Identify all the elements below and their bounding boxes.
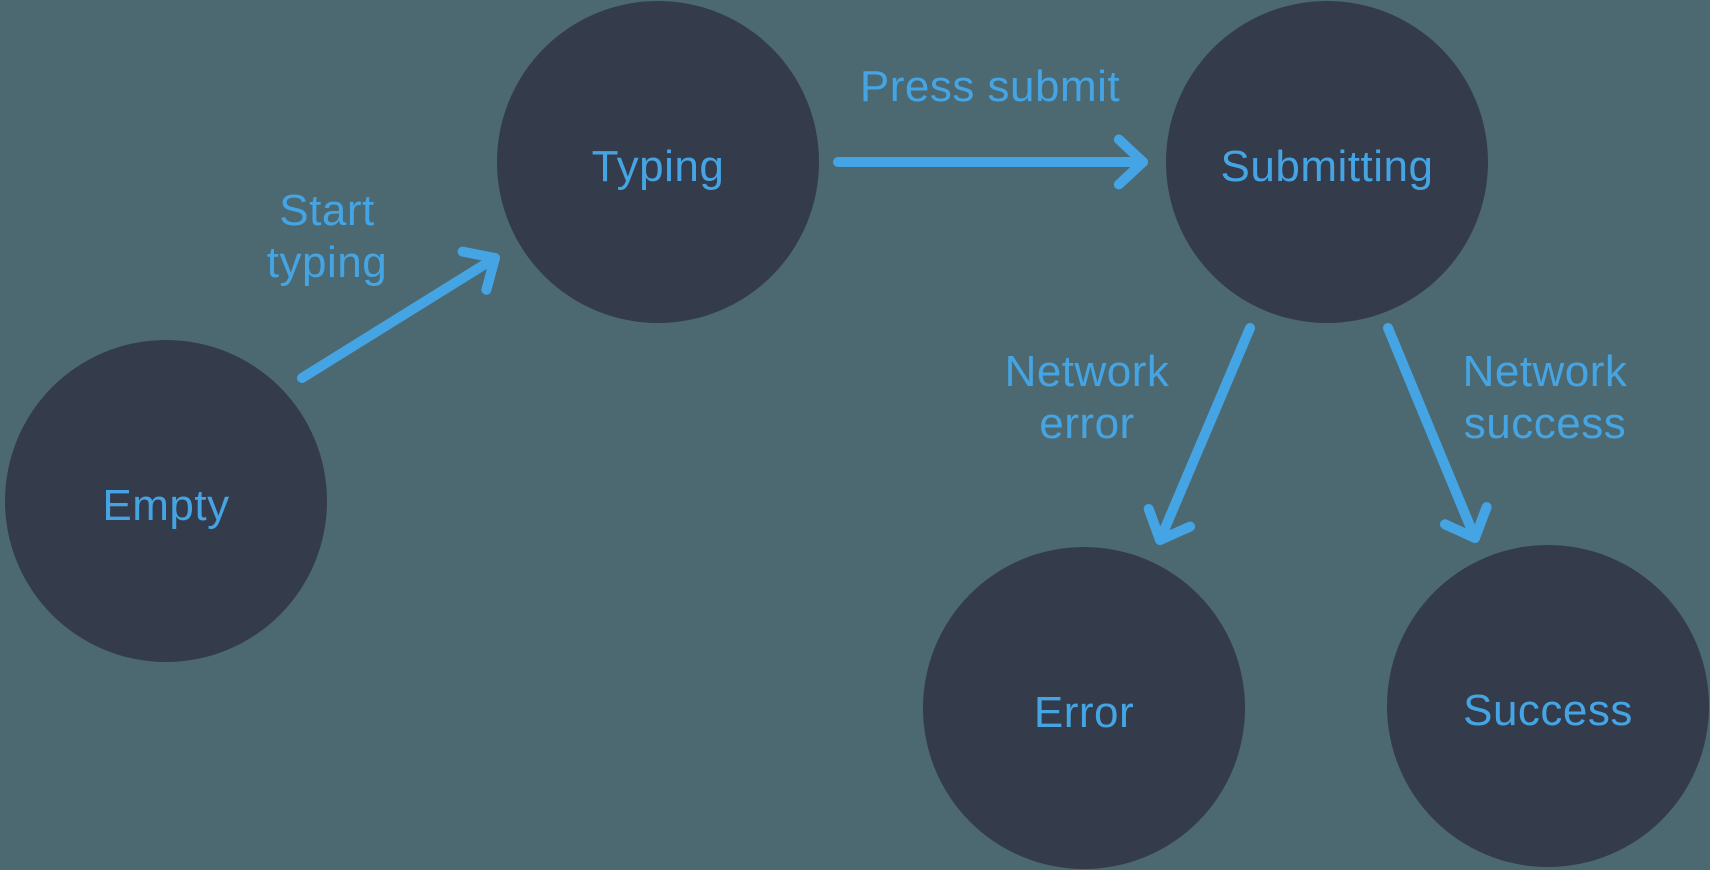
transition-label-start-typing: Start typing [267,185,387,289]
state-node-error: Error [923,547,1245,869]
state-label-error: Error [1033,688,1135,737]
state-node-success: Success [1387,545,1709,867]
state-node-submitting: Submitting [1166,1,1488,323]
state-node-typing: Typing [497,1,819,323]
transition-label-line: error [1039,399,1135,448]
state-label-success: Success [1463,686,1633,735]
network-error-arrow-icon [1143,323,1255,545]
state-label-typing: Typing [591,142,725,191]
state-label-empty: Empty [102,481,230,530]
transition-label-network-success: Network success [1463,346,1628,450]
start-typing-arrow-icon [297,246,500,383]
state-label-submitting: Submitting [1220,142,1434,191]
transition-label-line: success [1463,399,1627,448]
state-node-empty: Empty [5,340,327,662]
transition-label-line: Start [279,186,375,235]
transition-label-press-submit: Press submit [860,61,1120,113]
transition-label-line: Press submit [859,62,1121,111]
transition-label-line: Network [1004,347,1170,396]
network-success-arrow-icon [1383,323,1492,543]
press-submit-arrow-icon [833,134,1148,190]
transition-label-network-error: Network error [1005,346,1170,450]
transition-label-line: Network [1462,347,1628,396]
transition-label-line: typing [266,238,388,287]
